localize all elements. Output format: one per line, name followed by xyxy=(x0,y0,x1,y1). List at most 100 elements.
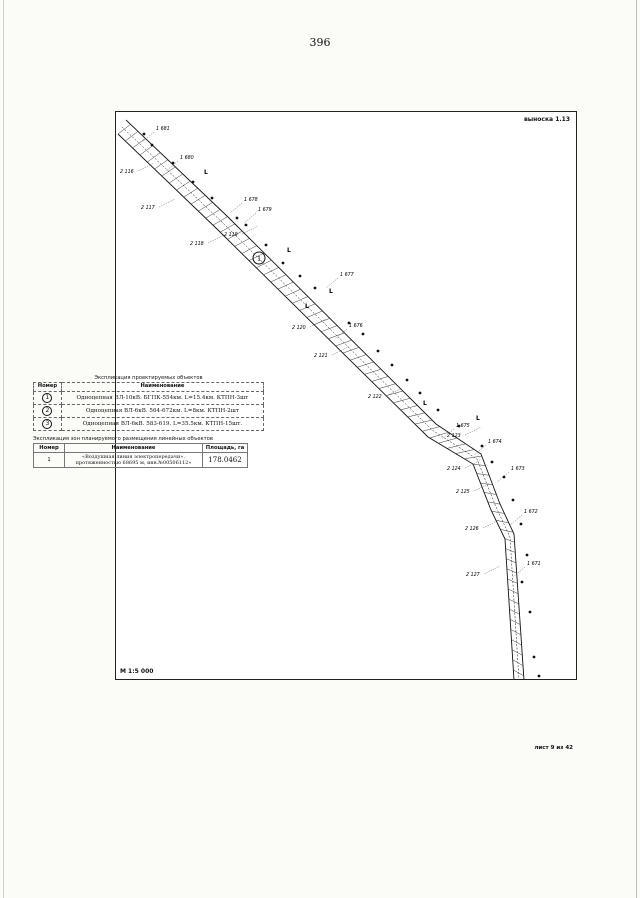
hatch-line xyxy=(429,432,449,439)
point-label: 1 679 xyxy=(258,207,272,213)
corridor-hatching xyxy=(117,124,524,677)
leader-line xyxy=(137,162,155,172)
hatch-line xyxy=(117,124,131,135)
hatch-line xyxy=(299,303,316,311)
hatch-line xyxy=(190,195,206,205)
hatch-line xyxy=(505,548,516,553)
point-label: 2 127 xyxy=(466,572,480,578)
col-area: Площадь, га xyxy=(202,442,248,454)
page-number: 396 xyxy=(309,36,331,49)
pole-dot xyxy=(519,522,523,526)
leader-line xyxy=(165,160,179,172)
point-label: 2 122 xyxy=(368,394,382,400)
hatch-line xyxy=(476,473,490,476)
row-name: Одноцепная ВЛ-10кВ. БГПК-554км. L=15.4км… xyxy=(60,390,265,405)
table-row: 1 Одноцепная ВЛ-10кВ. БГПК-554км. L=15.4… xyxy=(33,390,265,405)
hatch-line xyxy=(386,390,403,396)
hatch-line xyxy=(234,238,250,247)
hatch-line xyxy=(507,578,518,584)
hatch-line xyxy=(256,259,272,269)
point-label: 2 126 xyxy=(465,526,479,532)
corridor-centerline xyxy=(121,126,520,679)
pole-dot xyxy=(298,274,302,278)
letter-l: L xyxy=(287,247,291,254)
pole-dot xyxy=(210,196,214,200)
pole-dot xyxy=(532,655,536,659)
explication-zones-table: Экспликация зон планируемого размещения … xyxy=(33,436,248,469)
hatch-line xyxy=(241,245,257,254)
hatch-line xyxy=(422,426,440,432)
hatch-line xyxy=(263,267,279,276)
explication-zones-title: Экспликация зон планируемого размещения … xyxy=(33,436,213,442)
hatch-line xyxy=(292,296,309,304)
hatch-line xyxy=(342,347,360,354)
letter-l: L xyxy=(423,400,427,407)
hatch-line xyxy=(438,437,458,444)
leader-line xyxy=(141,131,155,143)
marker-circle xyxy=(252,251,266,265)
point-label: 2 125 xyxy=(456,489,470,495)
row-number: 1 xyxy=(33,452,65,469)
sheet-label: лист 9 из 42 xyxy=(534,745,573,751)
hatch-line xyxy=(227,230,243,240)
leader-line xyxy=(441,428,455,440)
hatch-line xyxy=(132,138,146,149)
pole-dot xyxy=(191,180,195,184)
letter-l: L xyxy=(476,415,480,422)
hatch-line xyxy=(277,281,294,290)
pole-dot xyxy=(528,610,532,614)
hatch-line xyxy=(510,629,522,636)
leader-line xyxy=(483,565,501,575)
point-label: 1 678 xyxy=(244,197,258,203)
pole-dots xyxy=(142,132,541,678)
hatch-line xyxy=(511,639,522,646)
hatch-line xyxy=(284,288,301,297)
row-area: 178.0462 xyxy=(202,452,248,469)
hatch-line xyxy=(414,419,433,425)
pole-dot xyxy=(235,216,239,220)
hatch-line xyxy=(509,609,520,615)
hatch-line xyxy=(513,669,524,677)
pole-dot xyxy=(376,349,380,353)
point-label: 1 673 xyxy=(511,466,525,472)
point-label: 2 116 xyxy=(120,169,134,175)
hatch-line xyxy=(506,558,517,564)
point-label: 2 119 xyxy=(224,232,238,238)
row-number: 1 xyxy=(42,392,53,403)
section-letters: L L L L L L xyxy=(204,169,480,422)
hatch-line xyxy=(328,332,345,340)
pole-dot xyxy=(313,286,317,290)
letter-l: L xyxy=(204,169,208,176)
hatch-line xyxy=(364,368,381,375)
hatch-line xyxy=(371,376,389,382)
point-label: 1 675 xyxy=(456,423,470,429)
row-name: Одноцепная ВЛ-6кВ. 583-619. L=35.5км. КТ… xyxy=(60,416,265,431)
hatch-line xyxy=(161,166,176,177)
col-name: Наименование xyxy=(64,442,203,454)
leader-line xyxy=(473,444,487,456)
hatch-line xyxy=(154,159,168,170)
point-label: 1 680 xyxy=(180,155,194,161)
scale-label: M 1:5 000 xyxy=(120,668,154,675)
col-name: Наименование xyxy=(60,382,265,392)
hatch-line xyxy=(480,482,493,486)
hatch-line xyxy=(506,568,517,574)
leader-line xyxy=(243,212,257,224)
pole-dot xyxy=(244,223,248,227)
leader-line xyxy=(385,387,403,397)
row-name-line: «Воздушная линия электропередачи», xyxy=(82,454,185,461)
pole-dot xyxy=(511,498,515,502)
pole-dot xyxy=(502,475,506,479)
pole-dot xyxy=(520,580,524,584)
pole-dot xyxy=(281,261,285,265)
pole-dot xyxy=(525,553,529,557)
hatch-line xyxy=(491,510,505,514)
leader-line xyxy=(207,234,225,244)
point-label: 2 121 xyxy=(314,353,328,359)
explication-projected-title: Экспликация проектируемых объектов xyxy=(94,375,203,381)
point-label: 2 118 xyxy=(190,241,204,247)
table-row: 2 Одноцепная ВЛ-6кВ. 564-672км. L=8км. К… xyxy=(33,403,265,418)
pole-dot xyxy=(405,378,409,382)
leader-line xyxy=(512,566,526,578)
